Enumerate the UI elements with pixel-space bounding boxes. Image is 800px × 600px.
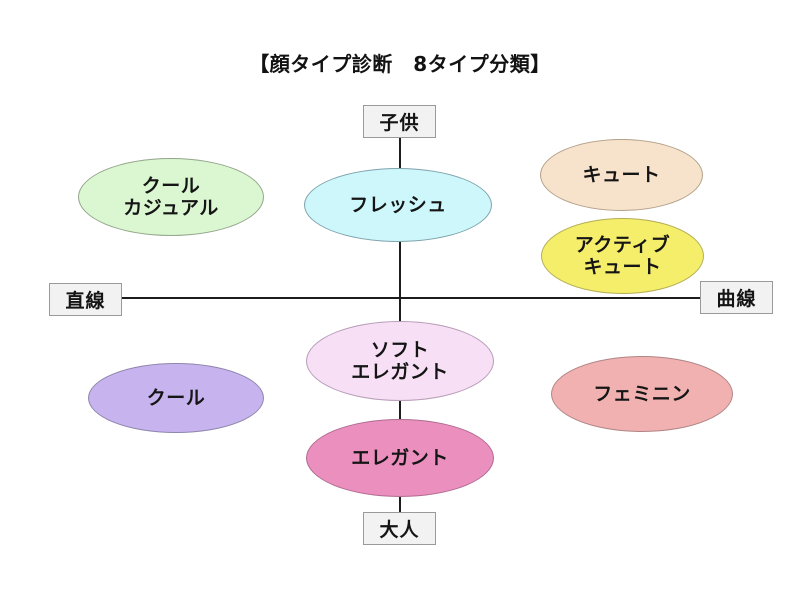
node-cute[interactable]: キュート (540, 139, 703, 211)
axis-label-adult: 大人 (363, 512, 436, 545)
node-fresh[interactable]: フレッシュ (304, 168, 492, 242)
node-cool[interactable]: クール (88, 363, 264, 433)
node-cool-casual[interactable]: クール カジュアル (78, 158, 264, 236)
axis-label-curve: 曲線 (700, 281, 773, 314)
axis-label-child: 子供 (363, 105, 436, 138)
horizontal-axis-line (112, 297, 704, 299)
node-active-cute[interactable]: アクティブ キュート (541, 218, 704, 294)
axis-label-straight: 直線 (49, 283, 122, 316)
node-elegant[interactable]: エレガント (306, 419, 494, 497)
node-soft-elegant[interactable]: ソフト エレガント (306, 321, 494, 401)
page-title: 【顔タイプ診断 8タイプ分類】 (249, 52, 551, 76)
node-feminine[interactable]: フェミニン (551, 356, 733, 432)
